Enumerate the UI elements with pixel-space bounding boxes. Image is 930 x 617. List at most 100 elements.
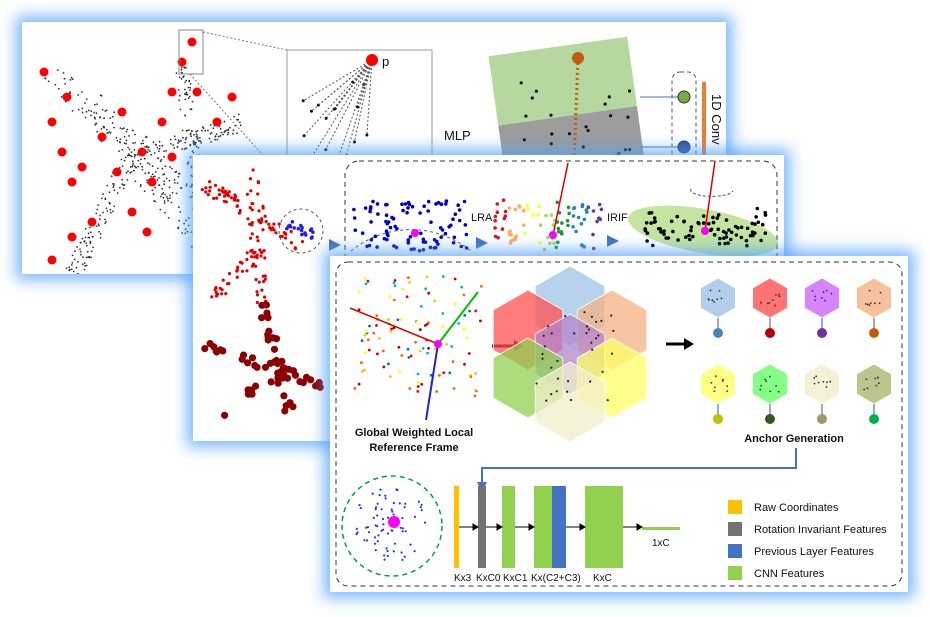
keypoint: [127, 207, 137, 217]
lra-point: [493, 218, 498, 223]
cube-point: [595, 337, 598, 340]
region-point: [388, 225, 393, 230]
region-point: [369, 238, 374, 242]
frame-point: [415, 320, 419, 324]
frame-point: [420, 382, 424, 386]
region-point: [371, 199, 375, 204]
neighbor-point: [356, 105, 360, 109]
keypoint: [263, 214, 267, 218]
patch-point: [384, 494, 387, 497]
irif-point: [715, 216, 719, 220]
legend-swatch-cnn: [728, 566, 742, 580]
cloud-point: [85, 110, 88, 113]
region-point: [443, 231, 448, 236]
cloud-point: [223, 120, 226, 123]
patch-point: [382, 528, 385, 531]
cloud-point: [131, 160, 134, 163]
cloud-point: [84, 265, 86, 267]
cloud-point: [133, 149, 136, 151]
cloud-point: [99, 232, 102, 235]
cube-point: [555, 390, 558, 393]
lra-point: [513, 207, 518, 211]
frame-point: [457, 322, 460, 325]
region-point: [368, 205, 373, 209]
cloud-point: [85, 244, 88, 247]
anchor-point: [825, 289, 828, 292]
cloud-point: [128, 148, 131, 151]
keypoint: [208, 180, 212, 184]
cloud-point: [133, 165, 136, 168]
cloud-point: [210, 132, 213, 134]
cube-point: [590, 341, 593, 344]
cloud-point: [109, 132, 112, 134]
cloud-point: [187, 224, 190, 227]
lra-colored-points: [493, 198, 604, 252]
lra-point: [507, 206, 512, 210]
patch-center: [388, 516, 400, 528]
keypoint: [208, 185, 212, 189]
cloud-point: [157, 167, 159, 170]
cloud-point: [184, 98, 187, 101]
cloud-point: [142, 142, 145, 145]
dim-label-4: Kx(C2+C3): [531, 573, 581, 584]
frame-point: [372, 331, 376, 335]
cloud-point: [98, 230, 100, 233]
cloud-point: [165, 150, 168, 152]
patch-point: [379, 488, 382, 491]
cloud-point: [96, 103, 98, 105]
patch-point: [420, 509, 423, 512]
cloud-point: [164, 193, 166, 196]
anchor-ball: [869, 414, 879, 424]
lra-point: [503, 209, 508, 214]
cloud-point: [216, 138, 219, 141]
region-point: [373, 234, 378, 239]
irif-point: [651, 243, 655, 248]
region-point: [444, 202, 448, 206]
keypoint: [210, 295, 214, 299]
keypoint: [235, 204, 239, 208]
cloud-point: [140, 158, 142, 161]
keypoint: [268, 226, 272, 230]
cloud-point: [104, 110, 107, 112]
neighbor-point: [324, 148, 328, 152]
lra-point: [576, 215, 581, 220]
cloud-point: [185, 136, 188, 139]
patch-point: [393, 542, 396, 545]
legend-swatch-previous: [728, 544, 742, 558]
cloud-point: [122, 184, 125, 187]
anchor-point: [874, 377, 877, 380]
lra-point: [502, 216, 507, 221]
cloud-point: [167, 217, 170, 219]
anchor-point: [866, 303, 869, 306]
sphere-point: [221, 411, 229, 419]
anchor-hex: [804, 363, 840, 405]
anchor-point: [866, 387, 869, 390]
cloud-point: [237, 113, 240, 116]
region-point: [405, 210, 409, 215]
cloud-point: [94, 123, 96, 126]
cloud-point: [219, 134, 222, 137]
cloud-point: [187, 86, 190, 89]
cloud-point: [121, 183, 124, 186]
cloud-point: [190, 108, 193, 111]
cloud-point: [125, 139, 128, 142]
keypoint: [235, 275, 239, 279]
cloud-point: [139, 184, 142, 186]
cloud-point: [162, 173, 165, 176]
cloud-point: [190, 130, 193, 132]
cloud-point: [108, 191, 111, 194]
frame-point: [427, 321, 430, 324]
dim-label-6: 1xC: [652, 538, 670, 549]
frame-point: [393, 284, 397, 288]
frame-point: [468, 309, 471, 313]
cloud-point: [141, 139, 144, 142]
cloud-point: [191, 195, 194, 198]
cloud-point: [92, 246, 94, 249]
lra-point: [556, 240, 560, 245]
patch-point: [386, 549, 389, 553]
sphere-point: [263, 309, 271, 317]
cloud-point: [177, 206, 180, 209]
cloud-point: [175, 192, 178, 195]
cloud-point: [215, 133, 218, 136]
lra-point: [537, 204, 542, 209]
